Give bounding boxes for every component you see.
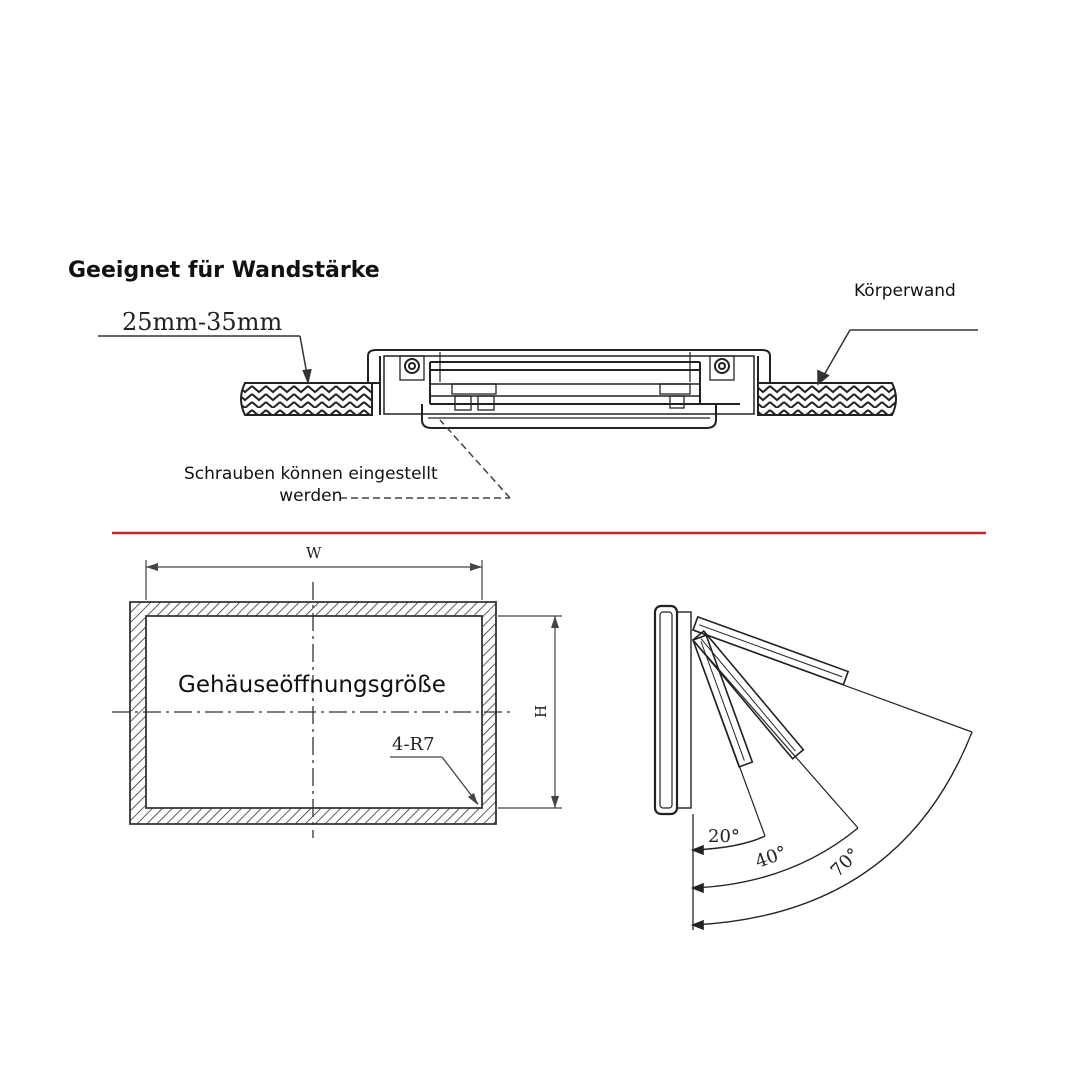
thickness-leader bbox=[98, 335, 312, 385]
body-wall-label: Körperwand bbox=[854, 281, 956, 301]
opening-size-label: Gehäuseöffnungsgröße bbox=[178, 672, 446, 698]
height-symbol: H bbox=[532, 705, 550, 718]
screws-line-2: werden bbox=[279, 486, 343, 506]
corner-radius-text: 4-R7 bbox=[392, 734, 435, 755]
wall-thickness-title: Geeignet für Wandstärke bbox=[68, 258, 380, 283]
screws-leader bbox=[340, 419, 511, 499]
access-panel-section bbox=[367, 349, 771, 429]
wall-left bbox=[240, 382, 373, 416]
opening-angle-drawing bbox=[653, 604, 973, 931]
screws-line-1: Schrauben können eingestellt bbox=[184, 464, 438, 484]
wall-section bbox=[240, 382, 897, 416]
opening-drawing bbox=[112, 560, 562, 838]
angle-20-text: 20° bbox=[708, 826, 740, 847]
width-symbol: W bbox=[306, 544, 322, 562]
screws-adjustable-label: Schrauben können eingestellt werden bbox=[184, 463, 438, 507]
angle-70-text: 70° bbox=[827, 844, 864, 881]
wall-right bbox=[757, 382, 897, 416]
angle-40-text: 40° bbox=[753, 842, 790, 873]
body-wall-leader bbox=[817, 329, 978, 386]
thickness-range-text: 25mm-35mm bbox=[122, 308, 282, 336]
